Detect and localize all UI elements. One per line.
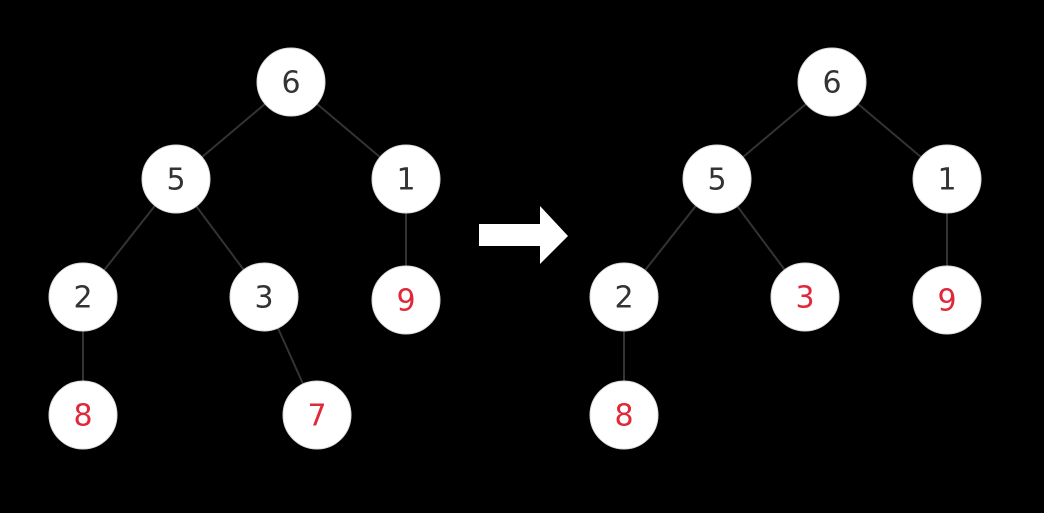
tree-node-before-6: 6 [256, 47, 326, 117]
node-circle [48, 380, 118, 450]
nodes-layer: 6 5 1 2 3 9 8 7 6 5 1 2 3 9 8 [48, 47, 982, 450]
tree-node-after-2: 2 [589, 262, 659, 332]
node-label: 9 [396, 284, 415, 319]
node-label: 5 [166, 163, 185, 198]
node-label: 6 [281, 66, 300, 101]
node-label: 1 [937, 163, 956, 198]
tree-node-after-1: 1 [912, 144, 982, 214]
node-circle [229, 262, 299, 332]
tree-node-after-9: 9 [912, 265, 982, 335]
node-circle [371, 144, 441, 214]
arrow-right-icon [479, 206, 568, 264]
tree-node-before-8: 8 [48, 380, 118, 450]
node-circle [797, 47, 867, 117]
node-label: 1 [396, 163, 415, 198]
node-label: 6 [822, 66, 841, 101]
tree-node-after-8: 8 [589, 380, 659, 450]
tree-node-before-3: 3 [229, 262, 299, 332]
tree-node-after-3: 3 [770, 262, 840, 332]
node-circle [589, 262, 659, 332]
node-circle [589, 380, 659, 450]
tree-node-after-5: 5 [682, 144, 752, 214]
node-circle [912, 144, 982, 214]
tree-node-after-6: 6 [797, 47, 867, 117]
node-label: 8 [614, 399, 633, 434]
node-circle [682, 144, 752, 214]
node-label: 3 [254, 281, 273, 316]
node-circle [256, 47, 326, 117]
tree-node-before-5: 5 [141, 144, 211, 214]
arrow-right-icon-shape [479, 206, 568, 264]
node-label: 3 [795, 281, 814, 316]
node-label: 2 [73, 281, 92, 316]
node-circle [48, 262, 118, 332]
node-label: 9 [937, 284, 956, 319]
node-circle [912, 265, 982, 335]
node-circle [141, 144, 211, 214]
node-circle [282, 380, 352, 450]
tree-node-before-2: 2 [48, 262, 118, 332]
node-label: 5 [707, 163, 726, 198]
tree-node-before-9: 9 [371, 265, 441, 335]
tree-node-before-7: 7 [282, 380, 352, 450]
node-circle [770, 262, 840, 332]
tree-node-before-1: 1 [371, 144, 441, 214]
node-circle [371, 265, 441, 335]
node-label: 7 [307, 399, 326, 434]
node-label: 8 [73, 399, 92, 434]
node-label: 2 [614, 281, 633, 316]
